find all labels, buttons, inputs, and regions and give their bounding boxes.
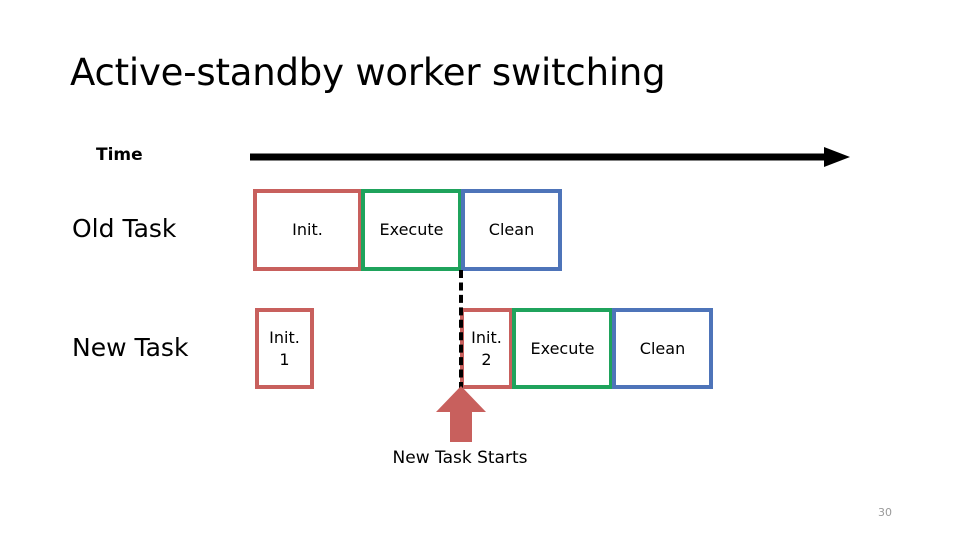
row-label-new-task: New Task: [72, 333, 189, 362]
phase-label: Clean: [639, 338, 686, 358]
switch-dashed-line: [459, 270, 463, 390]
phase-box-old-clean[interactable]: Clean: [461, 189, 562, 271]
phase-label: Clean: [488, 220, 535, 240]
phase-box-new-init-1[interactable]: Init. 1: [255, 308, 314, 389]
page-number: 30: [878, 506, 892, 519]
time-axis-label: Time: [96, 145, 143, 165]
switch-caption: New Task Starts: [392, 448, 528, 468]
row-label-old-task: Old Task: [72, 214, 177, 243]
phase-box-old-execute[interactable]: Execute: [361, 189, 462, 271]
phase-sublabel: 2: [481, 349, 492, 369]
phase-label: Execute: [379, 220, 444, 240]
phase-box-new-init-2[interactable]: Init. 2: [460, 308, 513, 389]
phase-box-new-clean[interactable]: Clean: [612, 308, 713, 389]
switch-up-arrow: [436, 386, 486, 442]
page-title: Active-standby worker switching: [70, 51, 666, 94]
phase-label: Execute: [530, 338, 595, 358]
up-arrow-icon: [436, 386, 486, 442]
phase-label: Init.: [292, 220, 323, 240]
phase-sublabel: 1: [279, 349, 290, 369]
phase-box-new-execute[interactable]: Execute: [512, 308, 613, 389]
right-arrow-icon: [250, 147, 850, 167]
phase-box-old-init[interactable]: Init.: [253, 189, 362, 271]
phase-label: Init.: [269, 327, 300, 347]
phase-label: Init.: [471, 327, 502, 347]
time-axis-arrow: [250, 140, 850, 174]
